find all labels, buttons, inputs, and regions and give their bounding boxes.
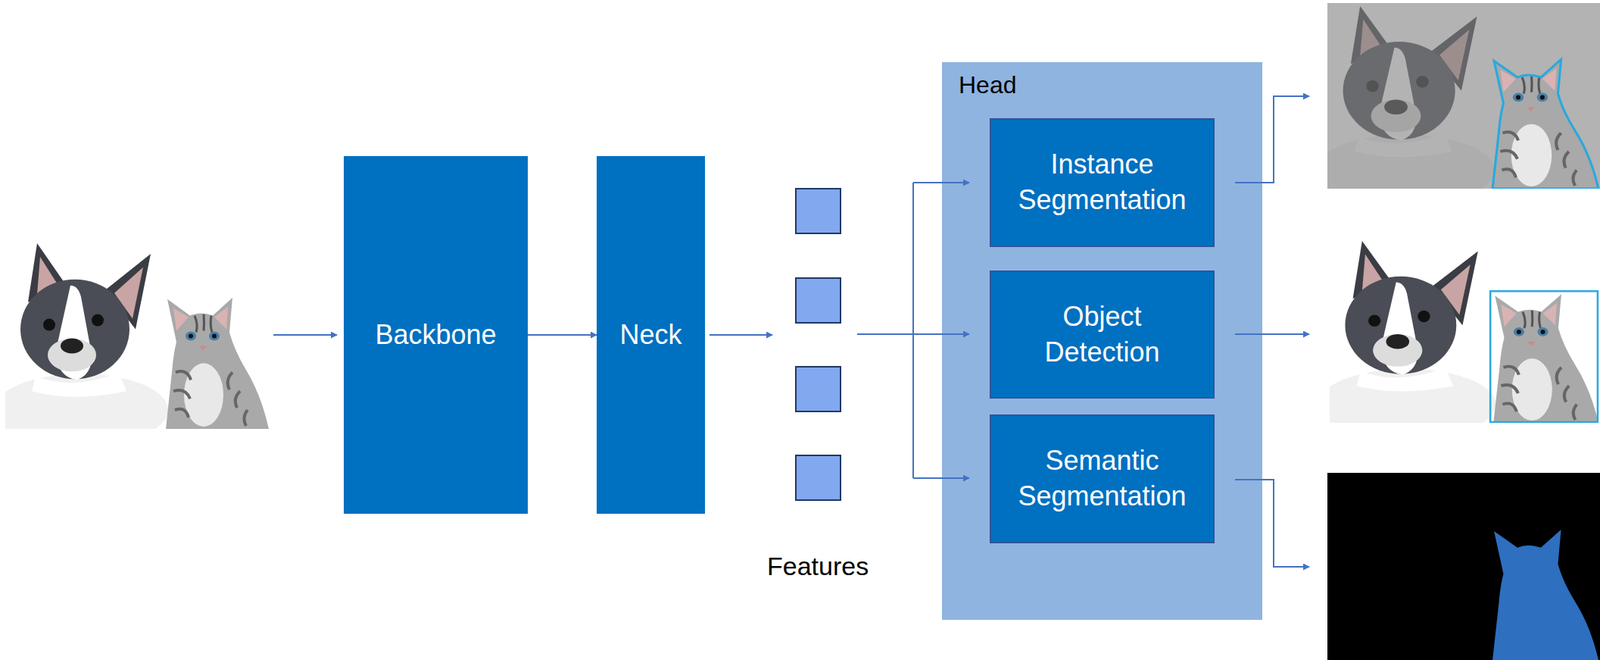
feature-maps (795, 188, 841, 500)
box-label: Object Detection (1001, 299, 1203, 371)
feature-map (795, 188, 841, 234)
input-arrow (273, 333, 337, 336)
detection-output-photo (1318, 237, 1600, 440)
features-label: Features (767, 551, 869, 581)
output-arrow (1235, 333, 1310, 335)
feature-map (795, 277, 841, 323)
input-photo (0, 240, 271, 447)
flow-arrow (527, 333, 597, 336)
instance-output-photo (1316, 3, 1600, 206)
box-label: Semantic Segmentation (1001, 442, 1203, 515)
features-branch-arrow (913, 333, 970, 335)
box-label: Neck (619, 317, 682, 353)
output-arrow (1235, 96, 1310, 183)
features-split-line (857, 333, 914, 335)
features-split-line (912, 182, 914, 478)
output-arrow (1235, 479, 1310, 567)
backbone-block: Backbone (343, 155, 528, 514)
semantic-output-mask (1327, 472, 1600, 660)
head-panel: HeadInstance SegmentationObject Detectio… (941, 62, 1263, 620)
box-label: Instance Segmentation (1001, 146, 1203, 219)
task-head-box: Object Detection (989, 270, 1215, 399)
features-branch-arrow (913, 477, 970, 479)
flow-lines (273, 96, 1310, 567)
features-branch-arrow (913, 181, 970, 184)
task-head-box: Instance Segmentation (989, 118, 1215, 247)
panel-title: Head (958, 71, 1017, 100)
feature-map (795, 366, 841, 412)
neck-to-features-arrow (709, 333, 773, 336)
feature-map (795, 455, 841, 500)
box-label: Backbone (374, 317, 496, 353)
neck-block: Neck (596, 155, 705, 514)
task-head-box: Semantic Segmentation (989, 414, 1215, 543)
head-panel-fill (941, 62, 1263, 620)
